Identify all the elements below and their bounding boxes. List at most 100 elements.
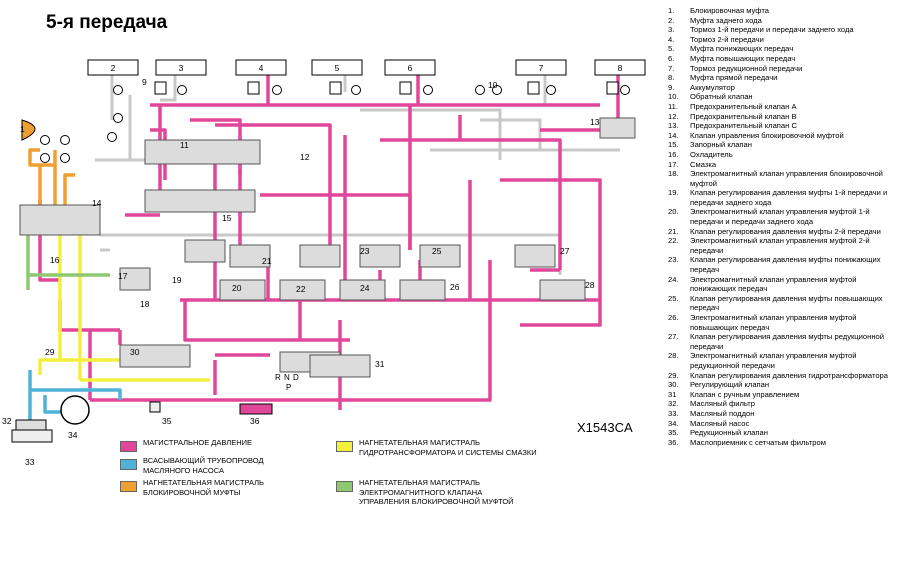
legend-swatch	[120, 441, 137, 452]
part-number: 36.	[668, 437, 679, 447]
component-number: 16	[50, 255, 60, 265]
part-number: 1.	[668, 6, 675, 15]
part-name: Тормоз редукционной передачи	[690, 63, 803, 73]
check-valve-symbol	[113, 113, 123, 123]
check-valve-symbol	[107, 132, 117, 142]
part-name: Клапан регулирования давления муфты 1-й …	[690, 188, 888, 207]
clutch-box	[155, 59, 207, 76]
part-item: 19.Клапан регулирования давления муфты 1…	[668, 188, 902, 207]
check-valve-symbol	[492, 85, 502, 95]
part-item: 33.Масляный поддон	[668, 409, 902, 419]
part-number: 2.	[668, 15, 675, 25]
reducing-valve-symbol	[149, 401, 161, 413]
oil-pan-symbol	[11, 429, 53, 443]
part-item: 22.Электромагнитный клапан управления му…	[668, 236, 902, 255]
legend-item: НАГНЕТАТЕЛЬНАЯ МАГИСТРАЛЬ ГИДРОТРАНСФОРМ…	[336, 438, 549, 457]
part-name: Аккумулятор	[690, 82, 735, 92]
part-item: 36.Маслоприемник с сетчатым фильтром	[668, 438, 902, 448]
component-number: 36	[250, 416, 260, 426]
legend-label: НАГНЕТАТЕЛЬНАЯ МАГИСТРАЛЬ ЭЛЕКТРОМАГНИТН…	[359, 478, 514, 506]
part-item: 13.Предохранительный клапан С	[668, 121, 902, 131]
valve-body	[514, 244, 556, 268]
main-pressure-pipe	[58, 300, 120, 332]
part-name: Масляный насос	[690, 418, 750, 428]
part-name: Клапан управления блокировочной муфтой	[690, 130, 844, 140]
part-item: 21.Клапан регулирования давления муфты 2…	[668, 227, 902, 237]
component-number: 27	[560, 246, 570, 256]
neutral-pipe	[160, 75, 177, 102]
part-item: 34. Масляный насос	[668, 419, 902, 429]
component-number: 15	[222, 213, 232, 223]
accumulator-symbol	[399, 81, 412, 95]
part-item: 7.Тормоз редукционной передачи	[668, 64, 902, 74]
accumulator-symbol	[329, 81, 342, 95]
legend-label: МАГИСТРАЛЬНОЕ ДАВЛЕНИЕ	[143, 438, 253, 447]
check-valve-symbol	[423, 85, 433, 95]
lockup-clutch-pipe	[28, 148, 57, 205]
part-number: 20.	[668, 207, 679, 217]
manual-valve-position: P	[286, 383, 291, 392]
part-item: 4.Тормоз 2-й передачи	[668, 35, 902, 45]
part-name: Смазка	[690, 159, 717, 169]
component-number: 23	[360, 246, 370, 256]
check-valve-symbol	[60, 135, 70, 145]
part-number: 13.	[668, 121, 679, 131]
clutch-box-label: 7	[539, 63, 544, 73]
component-number: 31	[375, 359, 385, 369]
check-valve-symbol	[475, 85, 485, 95]
accumulator-symbol	[606, 81, 619, 95]
part-number: 17.	[668, 159, 679, 169]
torque-lube-pipe	[38, 358, 60, 375]
part-number: 33.	[668, 408, 679, 418]
main-pressure-pipe	[183, 300, 350, 342]
valve-body	[399, 279, 446, 301]
check-valve-symbol	[113, 85, 123, 95]
part-name: Клапан регулирования давления гидротранс…	[690, 370, 889, 380]
check-valve-symbol	[272, 85, 282, 95]
part-name: Электромагнитный клапан управления муфто…	[690, 207, 870, 227]
check-valve-symbol	[546, 85, 556, 95]
component-number: 14	[92, 198, 102, 208]
part-number: 18.	[668, 169, 679, 179]
component-number: 12	[300, 152, 310, 162]
main-pressure-pipe	[200, 158, 217, 300]
part-number: 26.	[668, 313, 679, 322]
part-item: 32.Масляный фильтр	[668, 399, 902, 409]
check-valve-symbol	[177, 85, 187, 95]
part-number: 12.	[668, 111, 679, 121]
lockup-clutch-symbol	[21, 119, 36, 141]
legend-swatch	[336, 481, 353, 492]
lockup-clutch-pipe	[63, 173, 75, 205]
part-name: Блокировочная муфта	[690, 6, 769, 15]
part-item: 16.Охладитель	[668, 150, 902, 160]
manual-valve-position: N	[284, 373, 290, 382]
part-number: 3.	[668, 25, 675, 35]
clutch-box-label: 3	[179, 63, 184, 73]
part-item: 5.Муфта понижающих передач	[668, 44, 902, 54]
part-item: 1. Блокировочная муфта	[668, 6, 902, 16]
component-number: 29	[45, 347, 55, 357]
part-item: 26. Электромагнитный клапан управления му…	[668, 313, 902, 332]
part-item: 12.Предохранительный клапан В	[668, 112, 902, 122]
part-name: Электромагнитный клапан управления муфто…	[690, 313, 857, 332]
part-item: 27.Клапан регулирования давления муфты р…	[668, 332, 902, 351]
part-number: 34.	[668, 418, 679, 428]
valve-body	[184, 239, 226, 263]
component-number: 35	[162, 416, 172, 426]
part-number: 5.	[668, 44, 675, 54]
valve-body	[219, 279, 266, 301]
part-number: 11.	[668, 101, 678, 111]
clutch-box	[87, 59, 139, 76]
main-pressure-pipe	[90, 260, 492, 402]
clutch-box-label: 8	[618, 63, 623, 73]
legend-label: ВСАСЫВАЮЩИЙ ТРУБОПРОВОД МАСЛЯНОГО НАСОСА	[143, 456, 264, 475]
manual-valve-position: R	[275, 373, 281, 382]
part-item: 10.Обратный клапан	[668, 92, 902, 102]
part-number: 32.	[668, 399, 679, 409]
part-item: 25.Клапан регулирования давления муфты п…	[668, 294, 902, 313]
accumulator-symbol	[154, 81, 167, 95]
part-item: 30.Регулирующий клапан	[668, 380, 902, 390]
part-name: Тормоз 2-й передачи	[690, 34, 764, 44]
valve-body	[119, 267, 151, 291]
